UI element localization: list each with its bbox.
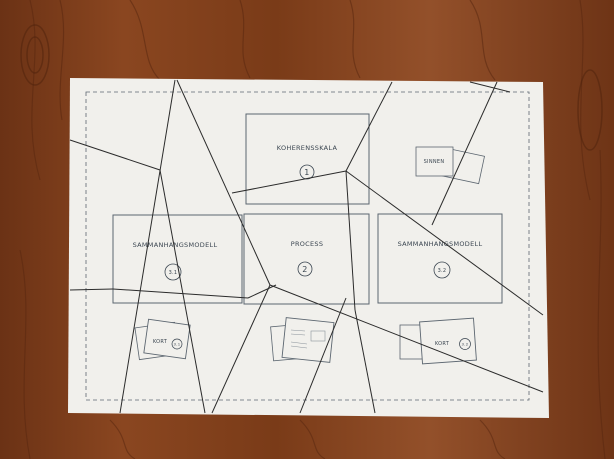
kort-left-number: 3.1: [174, 342, 181, 347]
sammanhangsmodell-left-number: 3.1: [169, 270, 178, 276]
kort-right-label: KORT: [435, 341, 450, 347]
sinnen-label: SINNEN: [424, 159, 445, 165]
process-label: PROCESS: [291, 240, 324, 248]
kort-right-card: KORT 3.2: [400, 318, 476, 364]
koherensskala-number: 1: [304, 168, 309, 177]
kort-left-label: KORT: [153, 339, 168, 345]
sammanhangsmodell-right-label: SAMMANHANGSMODELL: [398, 240, 483, 248]
sammanhangsmodell-left-label: SAMMANHANGSMODELL: [133, 241, 218, 249]
koherensskala-label: KOHERENSSKALA: [277, 144, 338, 152]
sammanhangsmodell-right-number: 3.2: [438, 268, 447, 274]
kort-right-number: 3.2: [462, 342, 469, 347]
process-number: 2: [302, 265, 307, 274]
